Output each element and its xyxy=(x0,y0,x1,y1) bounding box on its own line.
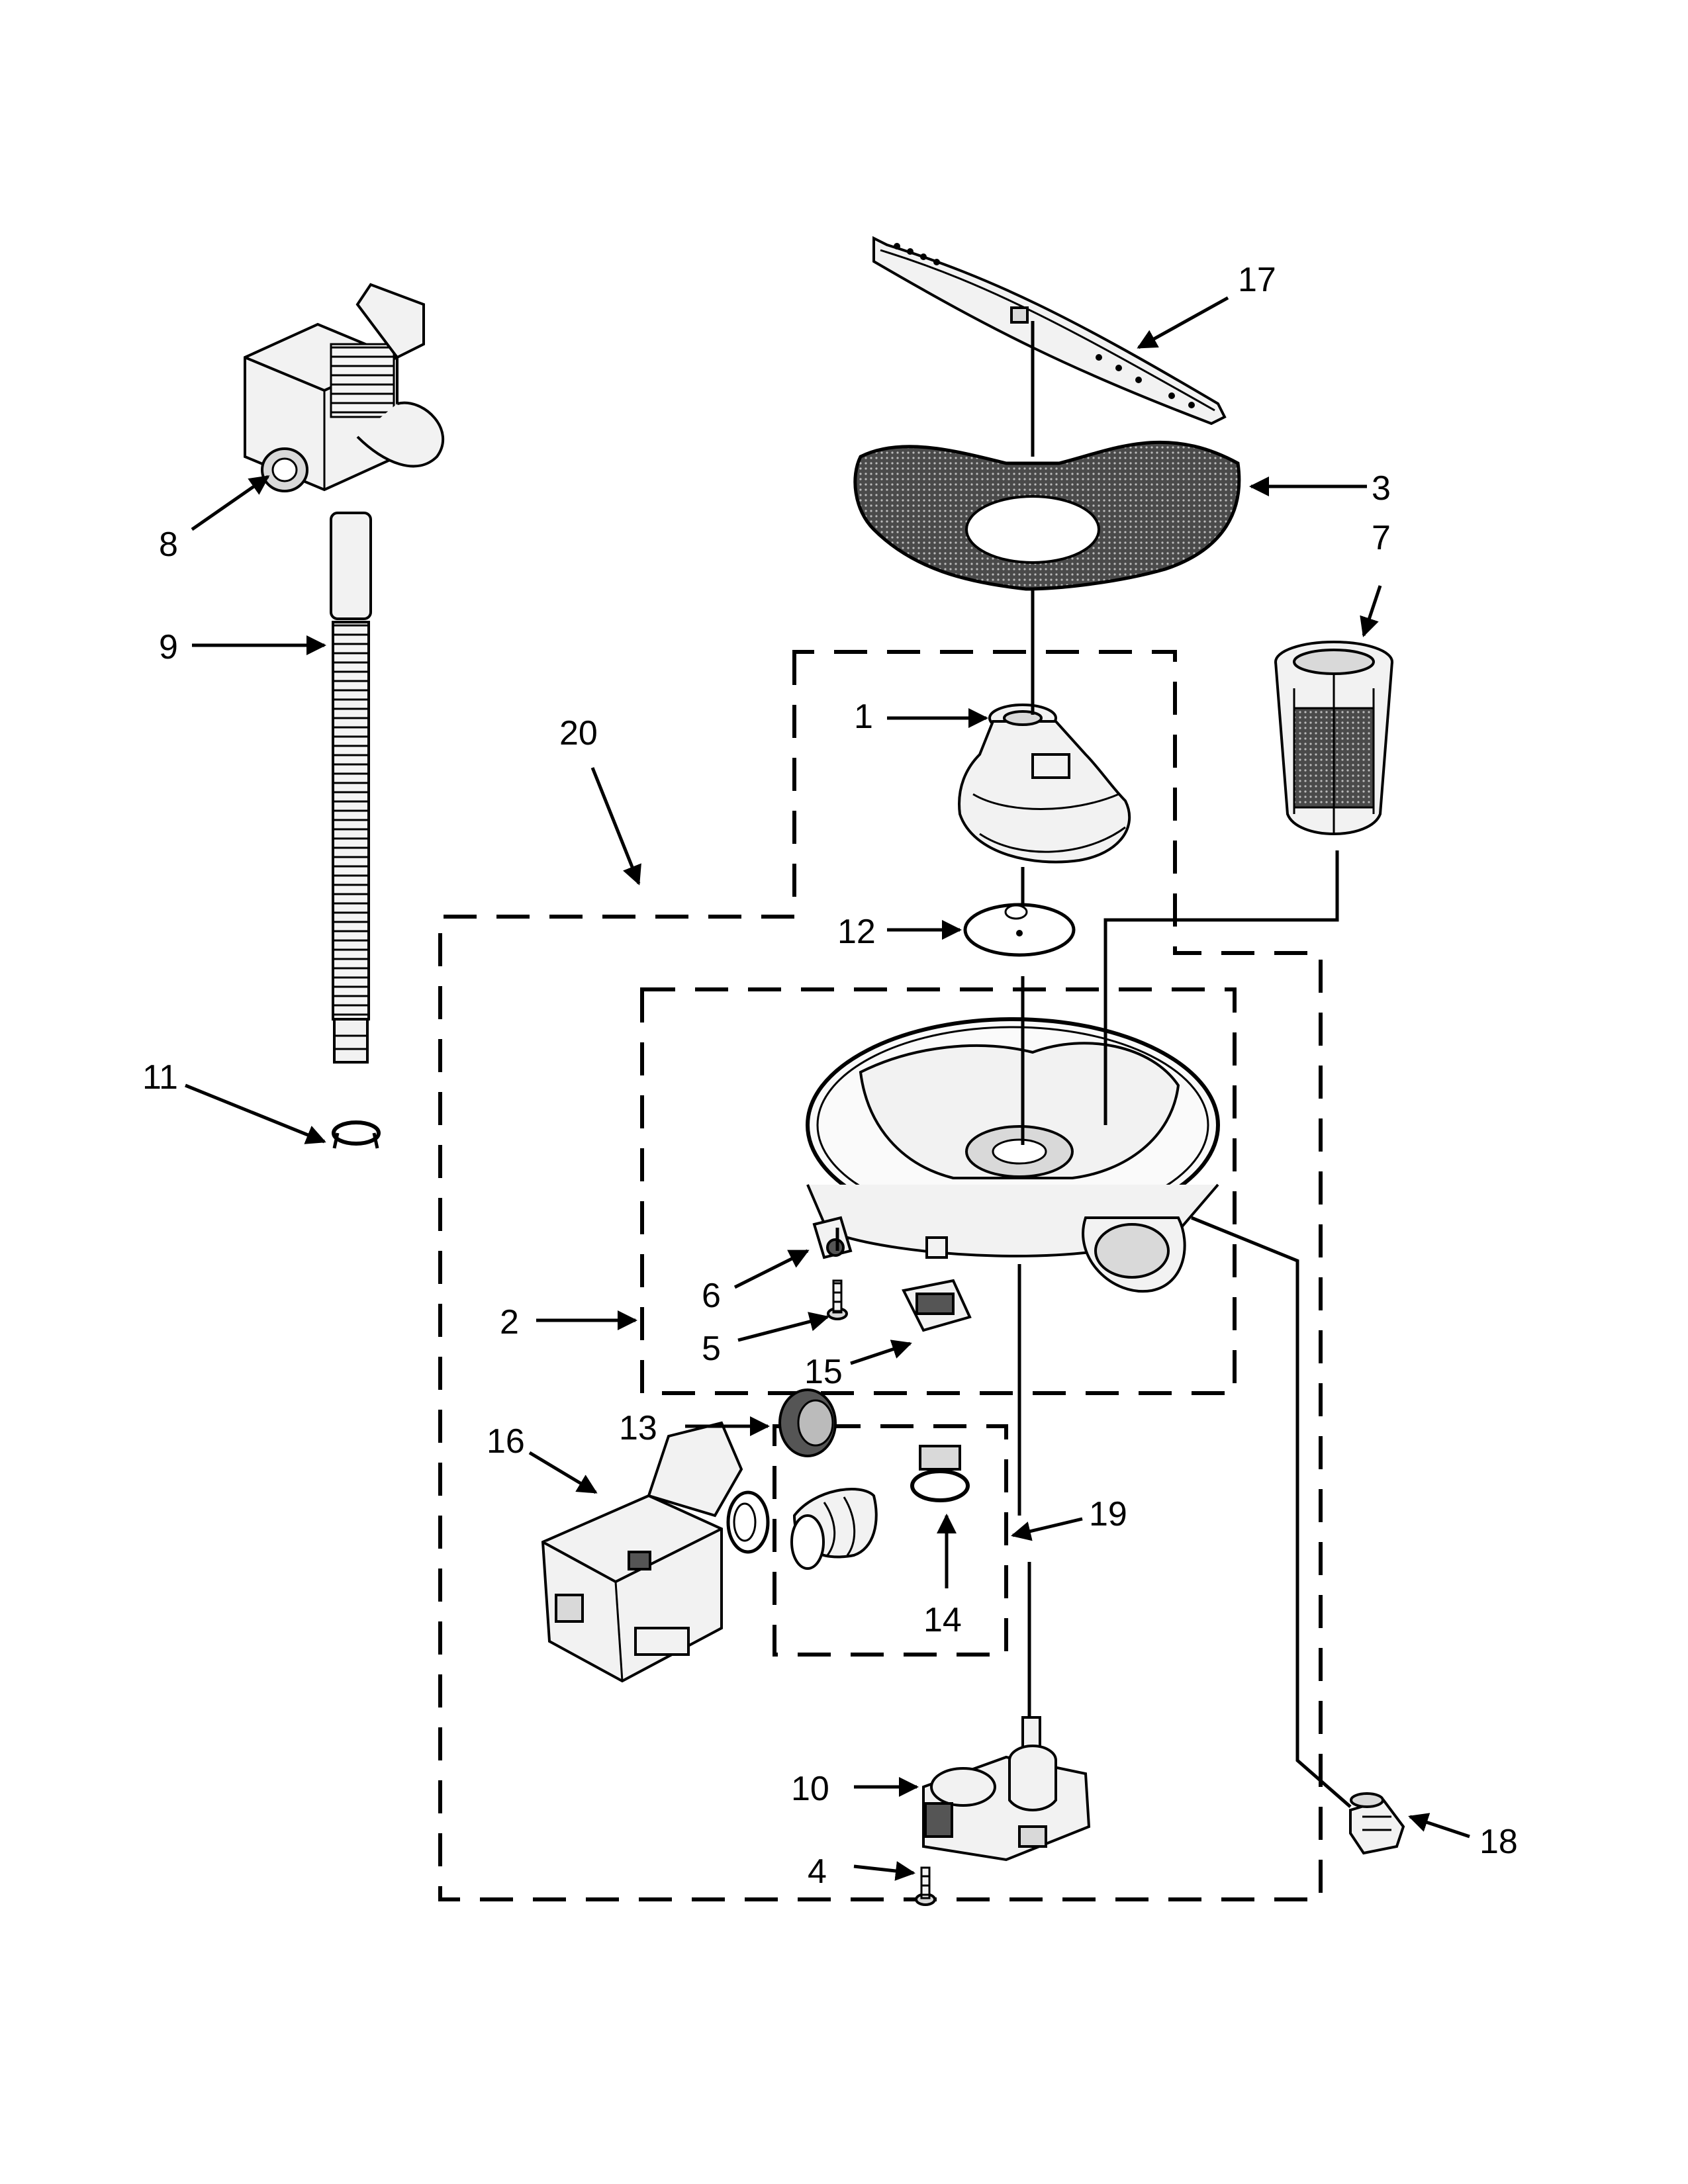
seal-icon xyxy=(778,1388,837,1457)
callout-18: 18 xyxy=(1479,1823,1518,1861)
callout-1: 1 xyxy=(854,698,873,736)
gasket-icon xyxy=(963,903,1076,957)
bracket-icon xyxy=(812,1216,853,1259)
filter-screen-icon xyxy=(853,440,1241,591)
screw-icon xyxy=(827,1279,848,1320)
sump-icon xyxy=(806,1017,1220,1293)
filter-cartridge-icon xyxy=(1274,641,1393,835)
callout-4: 4 xyxy=(808,1852,827,1891)
callout-10: 10 xyxy=(791,1770,829,1808)
boot-icon xyxy=(790,1488,878,1570)
callout-20: 20 xyxy=(559,714,598,752)
screw-icon xyxy=(915,1866,936,1906)
circulation-pump-icon xyxy=(541,1421,770,1683)
callout-11: 11 xyxy=(142,1058,178,1097)
leader-arrows xyxy=(185,296,1470,1881)
callout-14: 14 xyxy=(923,1601,962,1639)
callout-16: 16 xyxy=(487,1422,525,1461)
clip-icon xyxy=(332,1120,381,1149)
drain-hose-icon xyxy=(330,512,372,1064)
callout-labels: 17 3 7 1 12 8 9 11 20 2 6 5 15 13 16 14 … xyxy=(142,261,1518,1891)
assembly-outline-2 xyxy=(640,987,1237,1395)
hose-tube-icon xyxy=(1017,1264,1031,1717)
callout-7: 7 xyxy=(1372,519,1391,557)
callout-17: 17 xyxy=(1238,261,1276,299)
turbidity-sensor-icon xyxy=(1349,1792,1405,1855)
callout-3: 3 xyxy=(1372,469,1391,508)
callout-12: 12 xyxy=(837,913,876,951)
pump-housing-icon xyxy=(958,704,1131,864)
assembly-outline-14 xyxy=(773,1424,1008,1657)
hose-clamp-icon xyxy=(910,1445,970,1502)
spray-arm-icon xyxy=(872,236,1227,426)
callout-15: 15 xyxy=(804,1353,843,1391)
explode-lines xyxy=(835,321,1352,1808)
diverter-motor-icon xyxy=(922,1716,1091,1862)
drain-pump-icon xyxy=(244,283,445,492)
connector-icon xyxy=(902,1279,972,1332)
assembly-outline-20 xyxy=(438,650,1323,1901)
callout-19: 19 xyxy=(1089,1495,1127,1533)
callout-5: 5 xyxy=(702,1330,721,1368)
callout-13: 13 xyxy=(619,1409,657,1447)
callout-9: 9 xyxy=(159,628,178,666)
callout-6: 6 xyxy=(702,1277,721,1315)
callout-8: 8 xyxy=(159,525,178,564)
callout-2: 2 xyxy=(500,1303,519,1342)
